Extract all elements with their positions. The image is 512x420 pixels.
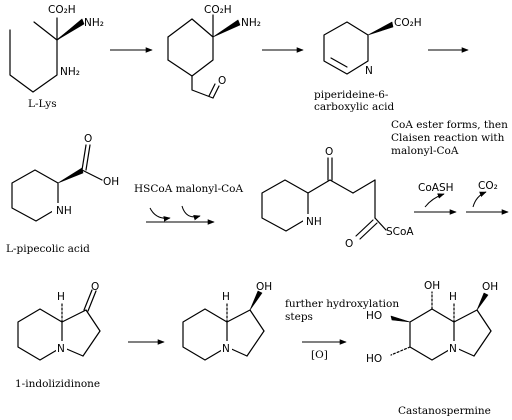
lysine-co2h-label: CO₂H — [48, 4, 76, 16]
claisen-note-1: CoA ester forms, then — [391, 119, 508, 131]
aldehyde-chain — [191, 18, 214, 99]
pipecolic-name: L-pipecolic acid — [6, 243, 90, 255]
pipecolic-structure: NH OH O — [11, 133, 119, 222]
ketothioester-structure: NH O O SCoA — [261, 146, 414, 250]
lysine-name: L-Lys — [28, 98, 57, 110]
thioester-o-label: O — [345, 238, 353, 250]
hydroxy-oh-wedge — [249, 290, 263, 311]
indolizidinone-six-ring — [17, 308, 63, 361]
pipecolic-oh-label: OH — [103, 176, 119, 188]
aldehyde-co2h-label: CO₂H — [204, 4, 232, 16]
malonyl-curl — [181, 205, 201, 221]
aldehyde-o-label: O — [218, 75, 226, 87]
piperideine-name-1: piperideine-6- — [314, 89, 389, 101]
coash-curl — [424, 193, 445, 208]
lysine-nh2-label: NH₂ — [84, 17, 104, 29]
piperideine-name-2: carboxylic acid — [314, 101, 394, 113]
castanospermine-ho-2-label: HO — [366, 353, 382, 365]
castanospermine-oh-1-label: OH — [482, 281, 498, 293]
piperideine-n-label: N — [365, 65, 373, 77]
lysine-ch2-bond — [33, 21, 58, 41]
indolizidinone-n-label: N — [57, 343, 65, 355]
lysine-structure: CO₂H NH₂ NH₂ — [9, 4, 104, 93]
thioester-ring — [261, 179, 309, 232]
lysine-epsilon-nh2-label: NH₂ — [60, 66, 80, 78]
hydroxylation-note-2: steps — [285, 311, 313, 323]
co2-curl — [472, 191, 487, 208]
castanospermine-name: Castanospermine — [398, 405, 491, 417]
hscoa-curl — [149, 207, 171, 222]
pipecolic-wedge — [57, 167, 84, 184]
reagents-label: HSCoA malonyl-CoA — [134, 183, 243, 195]
castanospermine-oh-2-label: OH — [424, 280, 440, 292]
indolizidinone-structure: N H O — [17, 281, 101, 361]
hydroxy-h-label: H — [222, 291, 230, 303]
thioester-nh-label: NH — [306, 216, 322, 228]
piperideine-double-bond — [330, 57, 348, 68]
castanospermine-six-ring — [409, 308, 455, 361]
aldehyde-nh2-label: NH₂ — [241, 17, 261, 29]
scoa-label: SCoA — [386, 226, 414, 238]
aldehyde-structure: CO₂H NH₂ O — [167, 4, 261, 99]
hydroxy-oh-label: OH — [256, 281, 272, 293]
keto-o-label: O — [325, 146, 333, 158]
pipecolic-o-label: O — [84, 133, 92, 145]
castanospermine-n-label: N — [449, 343, 457, 355]
hydroxyindolizidine-structure: N H OH — [182, 281, 272, 361]
indolizidinone-h-label: H — [57, 291, 65, 303]
castanospermine-structure: N H OH OH HO HO — [366, 280, 498, 365]
castanospermine-ho-1-label: HO — [366, 310, 382, 322]
pipecolic-nh-label: NH — [56, 205, 72, 217]
piperideine-carboxyl-wedge — [367, 21, 394, 36]
hydroxy-six-ring — [182, 308, 228, 361]
piperideine-co2h-label: CO₂H — [394, 17, 422, 29]
pipecolic-ring — [11, 169, 59, 222]
lysine-amine-wedge — [56, 18, 85, 41]
oxidation-label: [O] — [311, 349, 328, 361]
indolizidinone-o-label: O — [91, 281, 99, 293]
castanospermine-h-label: H — [449, 291, 457, 303]
claisen-note-3: malonyl-CoA — [391, 145, 459, 157]
indolizidinone-name: 1-indolizidinone — [15, 378, 100, 390]
co2-label: CO₂ — [478, 180, 498, 192]
aldehyde-amine-wedge — [212, 19, 241, 38]
hydroxy-n-label: N — [222, 343, 230, 355]
claisen-note-2: Claisen reaction with — [391, 132, 505, 144]
coash-label: CoASH — [418, 182, 454, 194]
piperideine-structure: CO₂H N — [323, 17, 422, 77]
hydroxylation-note-1: further hydroxylation — [285, 298, 399, 310]
